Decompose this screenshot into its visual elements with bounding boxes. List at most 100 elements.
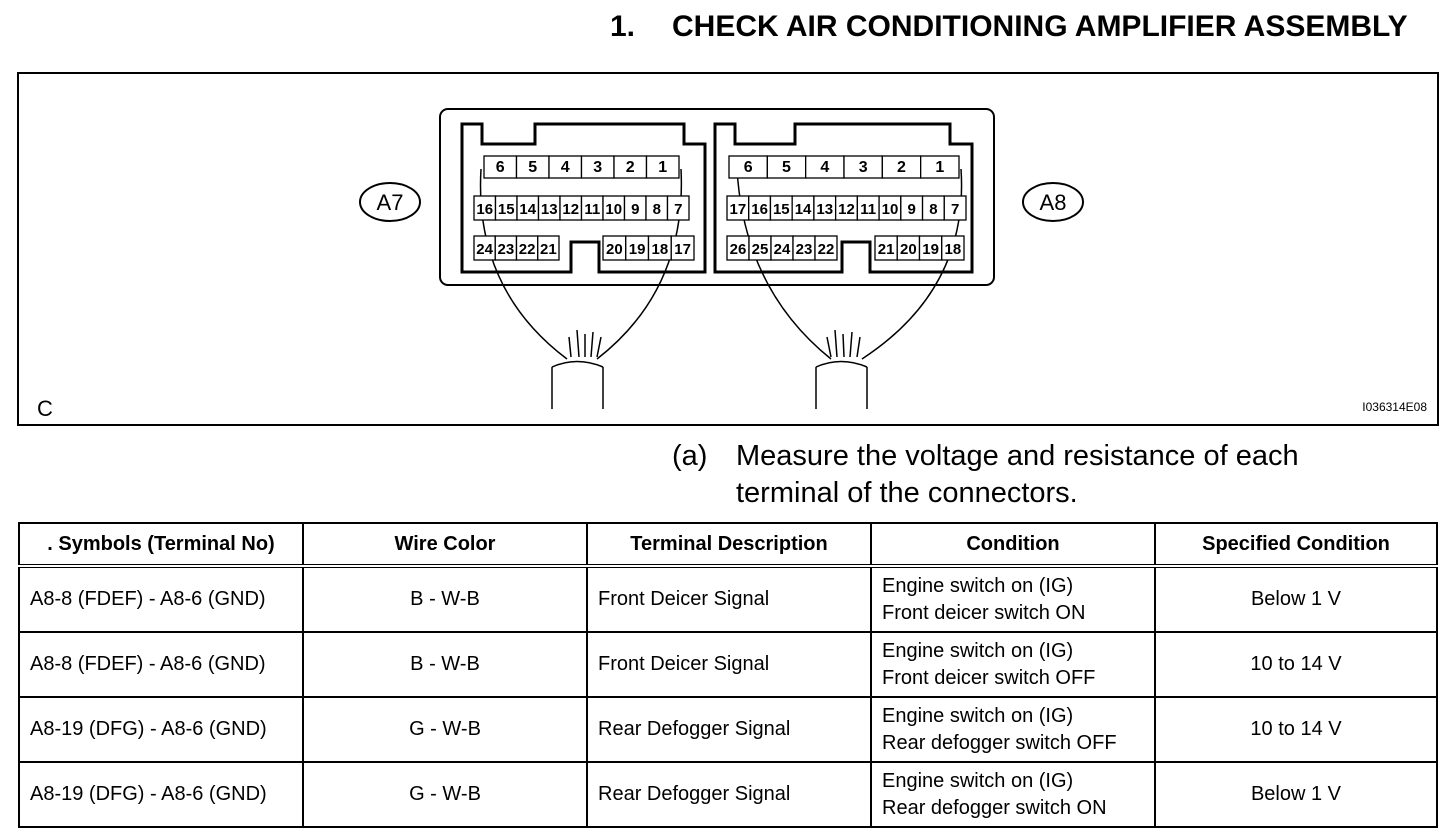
terminal-pin-number: 6 — [744, 159, 753, 176]
terminal-pin-number: 8 — [929, 201, 937, 218]
cell-symbols: A8-8 (FDEF) - A8-6 (GND) — [18, 631, 304, 698]
condition-line-1: Engine switch on (IG) — [882, 639, 1074, 662]
terminal-pin-number: 9 — [908, 201, 916, 218]
cell-specified-condition: Below 1 V — [1154, 564, 1438, 633]
terminal-pin — [941, 235, 965, 261]
terminal-pin-number: 11 — [860, 201, 876, 218]
terminal-pin-number: 25 — [752, 241, 769, 258]
terminal-pin-number: 20 — [900, 241, 917, 258]
a7-label: A7 — [377, 190, 404, 215]
terminal-pin-number: 7 — [674, 201, 682, 218]
cell-wire-color: B - W-B — [302, 564, 588, 633]
condition-line-2: Front deicer switch ON — [882, 601, 1086, 624]
condition-line-2: Rear defogger switch OFF — [882, 731, 1117, 754]
terminal-pin — [670, 235, 695, 261]
cell-specified-condition: 10 to 14 V — [1154, 696, 1438, 763]
terminal-pin-number: 7 — [951, 201, 959, 218]
terminal-pin-number: 13 — [816, 201, 833, 218]
table-row: A8-19 (DFG) - A8-6 (GND) G - W-B Rear De… — [18, 696, 1438, 763]
terminal-pin-number: 19 — [629, 241, 646, 258]
cell-terminal-description: Rear Defogger Signal — [586, 761, 872, 828]
cell-terminal-description: Front Deicer Signal — [586, 564, 872, 633]
terminal-pin — [814, 235, 838, 261]
terminal-pin-number: 18 — [652, 241, 669, 258]
terminal-pin — [537, 235, 560, 261]
terminal-pin-number: 22 — [818, 241, 835, 258]
table-row: A8-19 (DFG) - A8-6 (GND) G - W-B Rear De… — [18, 761, 1438, 828]
cell-symbols: A8-8 (FDEF) - A8-6 (GND) — [18, 564, 304, 633]
condition-line-2: Front deicer switch OFF — [882, 666, 1096, 689]
terminal-pin-number: 26 — [730, 241, 747, 258]
terminal-pin-number: 21 — [878, 241, 895, 258]
terminal-pin-number: 15 — [773, 201, 790, 218]
terminal-pin-number: 23 — [796, 241, 813, 258]
cell-condition: Engine switch on (IG) Rear defogger switc… — [870, 696, 1156, 763]
terminal-pin — [943, 195, 967, 221]
connector-housing — [439, 108, 995, 286]
terminal-pin-number: 4 — [820, 159, 829, 176]
terminal-pin-number: 19 — [922, 241, 939, 258]
terminal-pin-number: 14 — [519, 201, 536, 218]
terminal-pin-number: 14 — [795, 201, 812, 218]
terminal-pin-number: 2 — [897, 159, 906, 176]
terminal-pin-number: 16 — [751, 201, 768, 218]
terminal-pin-number: 24 — [774, 241, 791, 258]
instruction-label: (a) — [672, 440, 708, 472]
table-header-row: . Symbols (Terminal No) Wire Color Termi… — [18, 522, 1438, 567]
terminal-pin-number: 18 — [945, 241, 962, 258]
condition-line-1: Engine switch on (IG) — [882, 704, 1074, 727]
terminal-pin-number: 11 — [584, 201, 600, 218]
terminal-pin-number: 1 — [658, 159, 667, 176]
terminal-pin-number: 24 — [476, 241, 493, 258]
header-terminal-description: Terminal Description — [586, 522, 872, 567]
terminal-pin-number: 13 — [541, 201, 558, 218]
terminal-pin-number: 4 — [561, 159, 570, 176]
terminal-pin — [666, 195, 690, 221]
instruction-line-1: Measure the voltage and resistance of ea… — [736, 440, 1299, 472]
cell-condition: Engine switch on (IG) Front deicer switch… — [870, 631, 1156, 698]
instruction: (a) Measure the voltage and resistance of… — [672, 438, 1299, 512]
terminal-pin-number: 22 — [519, 241, 536, 258]
cell-symbols: A8-19 (DFG) - A8-6 (GND) — [18, 761, 304, 828]
cell-condition: Engine switch on (IG) Rear defogger switc… — [870, 761, 1156, 828]
cell-specified-condition: Below 1 V — [1154, 761, 1438, 828]
step-number: 1. — [610, 10, 636, 43]
terminal-pin-number: 23 — [498, 241, 515, 258]
terminal-pin-number: 3 — [859, 159, 868, 176]
cell-condition: Engine switch on (IG)Front deicer switch… — [870, 564, 1156, 633]
figure-corner-label: C — [37, 396, 53, 421]
terminal-pin-number: 12 — [562, 201, 579, 218]
terminal-pin-number: 2 — [626, 159, 635, 176]
terminal-pin — [920, 155, 960, 179]
terminal-pin-number: 1 — [935, 159, 944, 176]
a8-cavity — [713, 122, 974, 274]
a7-cavity — [460, 122, 707, 274]
cell-wire-color: G - W-B — [302, 696, 588, 763]
terminal-pin-number: 20 — [606, 241, 623, 258]
instruction-line-2: terminal of the connectors. — [736, 477, 1078, 509]
table-row: A8-8 (FDEF) - A8-6 (GND) B - W-B Front D… — [18, 631, 1438, 698]
terminal-pin-number: 21 — [540, 241, 557, 258]
condition-line-2: Rear defogger switch ON — [882, 796, 1107, 819]
cell-symbols: A8-19 (DFG) - A8-6 (GND) — [18, 696, 304, 763]
terminal-pin-number: 5 — [782, 159, 791, 176]
condition-line-1: Engine switch on (IG) — [882, 769, 1074, 792]
cell-wire-color: G - W-B — [302, 761, 588, 828]
step-title: CHECK AIR CONDITIONING AMPLIFIER ASSEMBL… — [672, 10, 1408, 43]
cell-terminal-description: Rear Defogger Signal — [586, 696, 872, 763]
terminal-pin-number: 12 — [838, 201, 855, 218]
a8-label: A8 — [1040, 190, 1067, 215]
terminal-pin-number: 16 — [476, 201, 493, 218]
a8-label-bubble — [1022, 182, 1084, 222]
terminal-pin-number: 17 — [730, 201, 747, 218]
cell-specified-condition: 10 to 14 V — [1154, 631, 1438, 698]
terminal-pin-number: 17 — [674, 241, 691, 258]
terminal-pin-number: 10 — [882, 201, 899, 218]
terminal-pin-number: 3 — [593, 159, 602, 176]
section-title: 1. CHECK AIR CONDITIONING AMPLIFIER ASSEM… — [610, 10, 1408, 44]
header-condition: Condition — [870, 522, 1156, 567]
terminal-pin-number: 5 — [528, 159, 537, 176]
terminal-pin-number: 10 — [605, 201, 622, 218]
